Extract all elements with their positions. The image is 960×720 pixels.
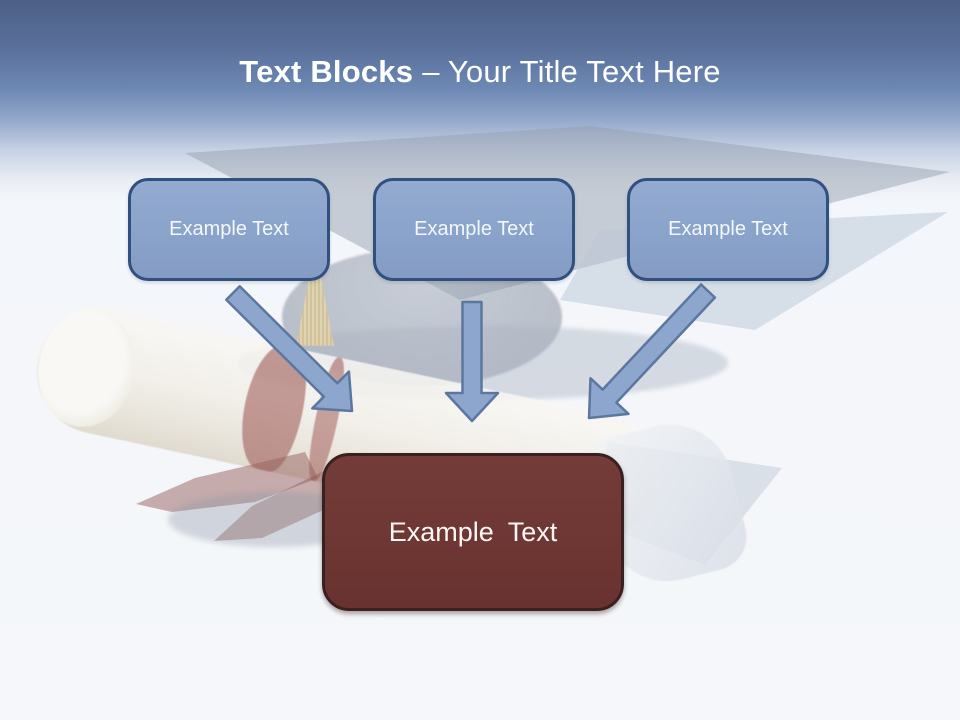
text-block-1-label: Example Text [169,218,289,240]
slide-title[interactable]: Text Blocks– Your Title Text Here [0,54,960,90]
arrow-down-left-icon[interactable] [587,283,717,420]
text-block-3-label: Example Text [668,218,788,240]
text-block-2[interactable]: Example Text [373,178,575,281]
text-block-1[interactable]: Example Text [128,178,330,281]
text-block-2-label: Example Text [414,218,534,240]
text-block-3[interactable]: Example Text [627,178,829,281]
slide-title-emphasis: Text Blocks [239,54,414,89]
arrow-down-right-icon[interactable] [225,285,354,413]
result-block-label: Example Text [388,516,558,547]
result-block[interactable]: Example Text [322,453,624,611]
slide-title-regular: – Your Title Text Here [422,54,721,89]
arrow-down-icon[interactable] [444,300,500,423]
